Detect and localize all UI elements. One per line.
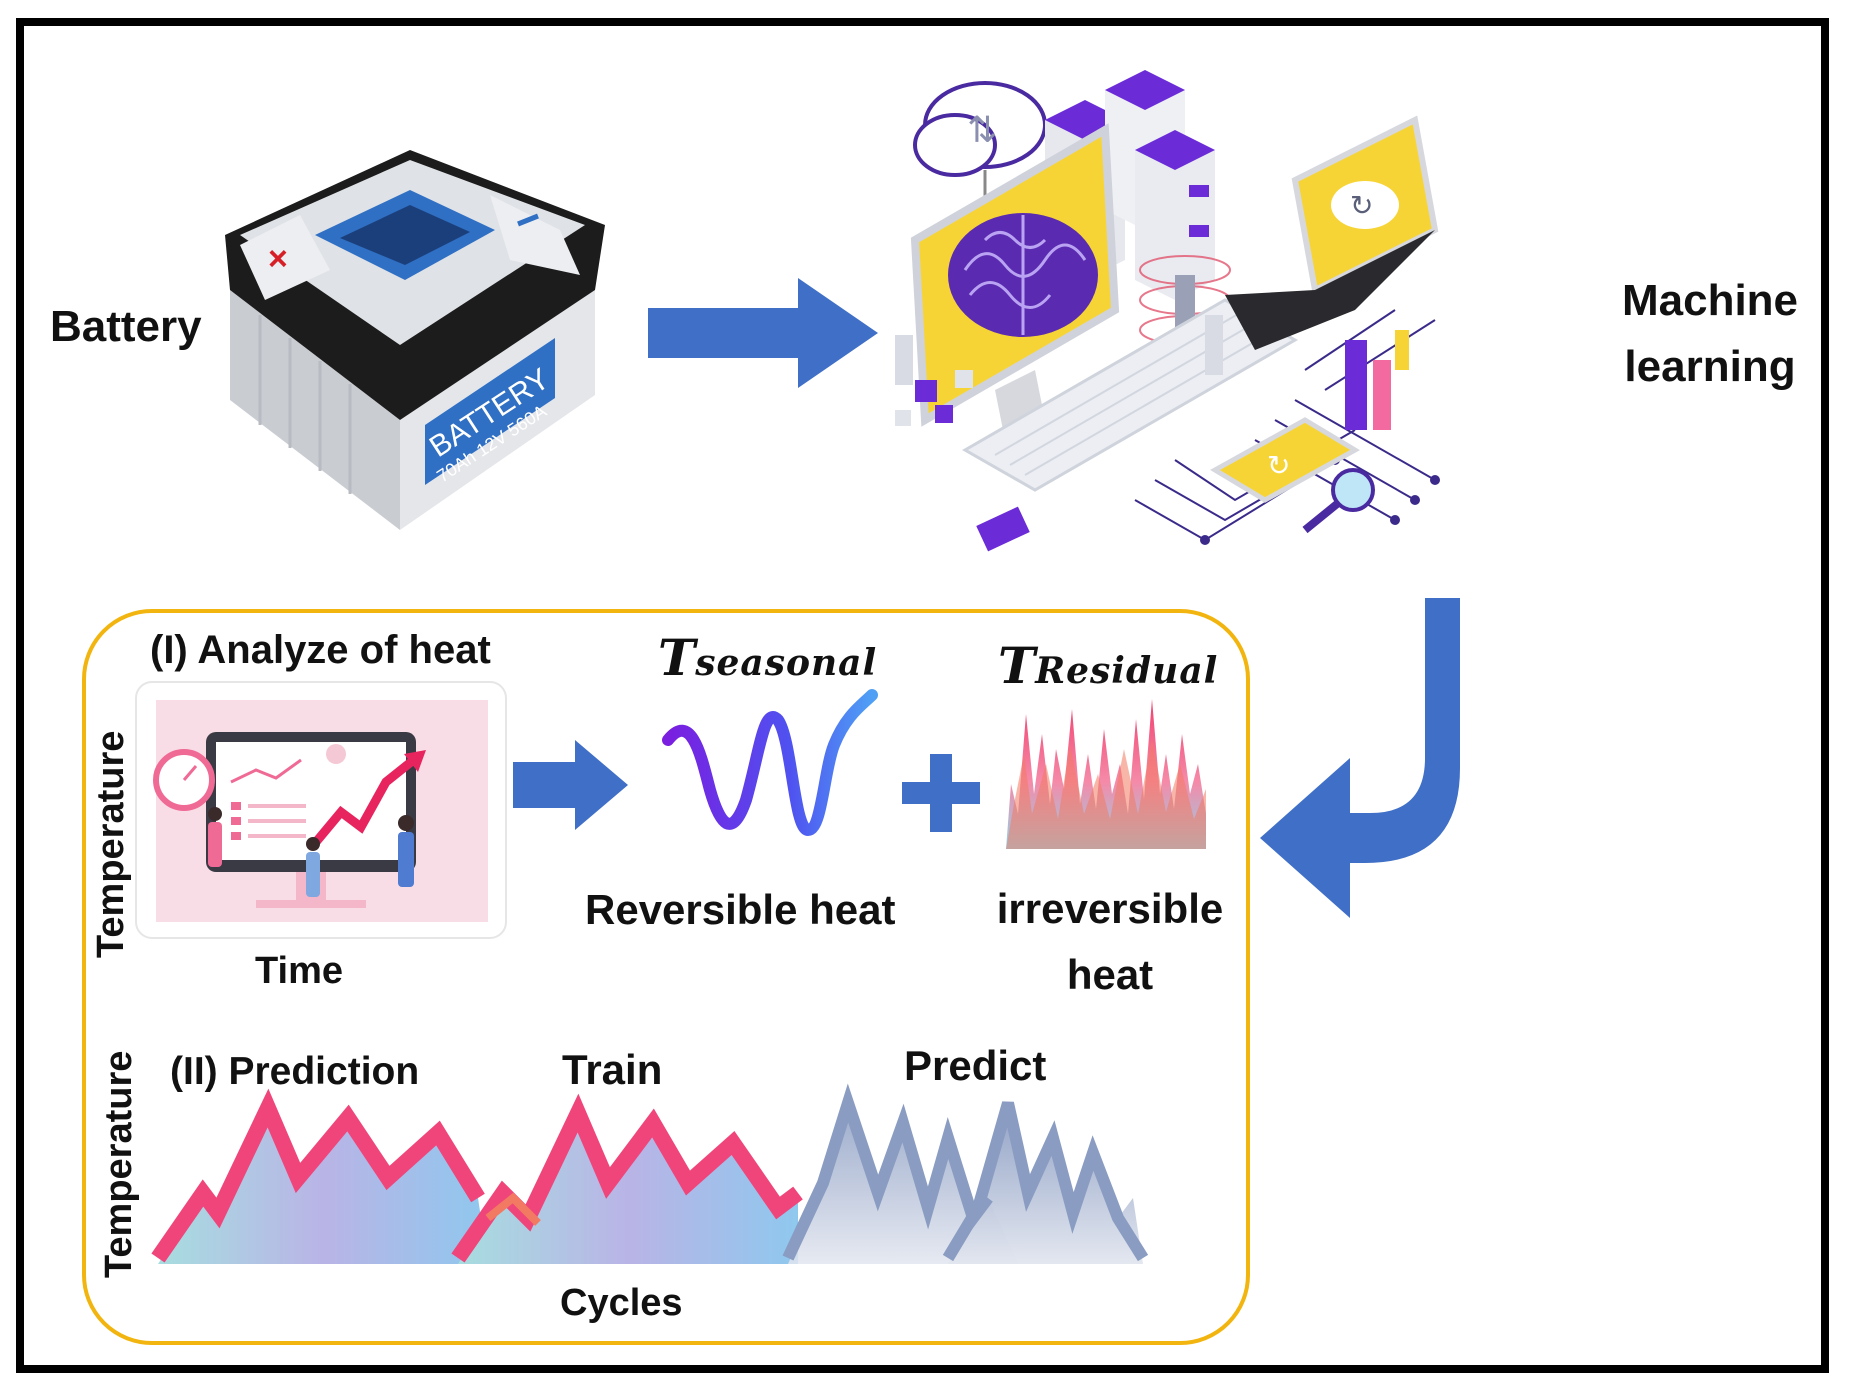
machine-learning-illustration-icon: ⇅ ↻ [895, 70, 1440, 552]
plus-icon [902, 754, 980, 832]
cloud-icon: ⇅ [913, 81, 1047, 202]
machine-learning-line2: learning [1624, 342, 1796, 391]
temperature-axis-bottom: Temperature [98, 1050, 140, 1278]
predict-label: Predict [904, 1042, 1047, 1089]
svg-text:↻: ↻ [1350, 189, 1373, 222]
arrow-ml-to-analysis [1260, 598, 1460, 918]
train-predict-series [151, 1083, 1149, 1264]
t-residual-label: TResidual [998, 636, 1218, 695]
train-label: Train [562, 1046, 663, 1093]
seasonal-wave [662, 689, 878, 837]
t-seasonal-label: Tseasonal [658, 628, 877, 687]
svg-text:×: × [268, 240, 288, 278]
reversible-heat-label: Reversible heat [585, 886, 896, 933]
brain-icon [948, 213, 1098, 337]
battery-label: Battery [50, 302, 202, 351]
analysis-box [82, 609, 1250, 1345]
arrow-battery-to-ml [648, 278, 878, 388]
svg-text:⇅: ⇅ [967, 110, 997, 151]
t-seasonal-subscript: seasonal [695, 642, 878, 684]
cycles-axis-label: Cycles [560, 1282, 683, 1324]
t-residual-subscript: Residual [1035, 650, 1219, 692]
prediction-label: (II) Prediction [170, 1050, 420, 1093]
laptop-icon: ↻ [1225, 115, 1439, 350]
irreversible-line1: irreversible [996, 885, 1224, 932]
analyze-heat-label: (I) Analyze of heat [150, 628, 491, 672]
t-residual-symbol: T [998, 636, 1036, 695]
machine-learning-line1: Machine [1621, 276, 1799, 325]
t-seasonal-symbol: T [658, 628, 696, 687]
svg-text:↻: ↻ [1267, 449, 1290, 482]
time-axis-label: Time [255, 950, 344, 992]
battery-icon: BATTERY 70Ah 12V 560A × [225, 150, 605, 530]
irreversible-line2: heat [1066, 951, 1154, 998]
analytics-screen-icon [135, 681, 507, 939]
irreversible-heat-label: irreversible heat [965, 876, 1255, 1008]
machine-learning-label: Machine learning [1620, 268, 1800, 400]
residual-spikes [1006, 699, 1206, 849]
temperature-axis-top: Temperature [90, 730, 132, 958]
arrow-to-decomposition [513, 740, 628, 830]
